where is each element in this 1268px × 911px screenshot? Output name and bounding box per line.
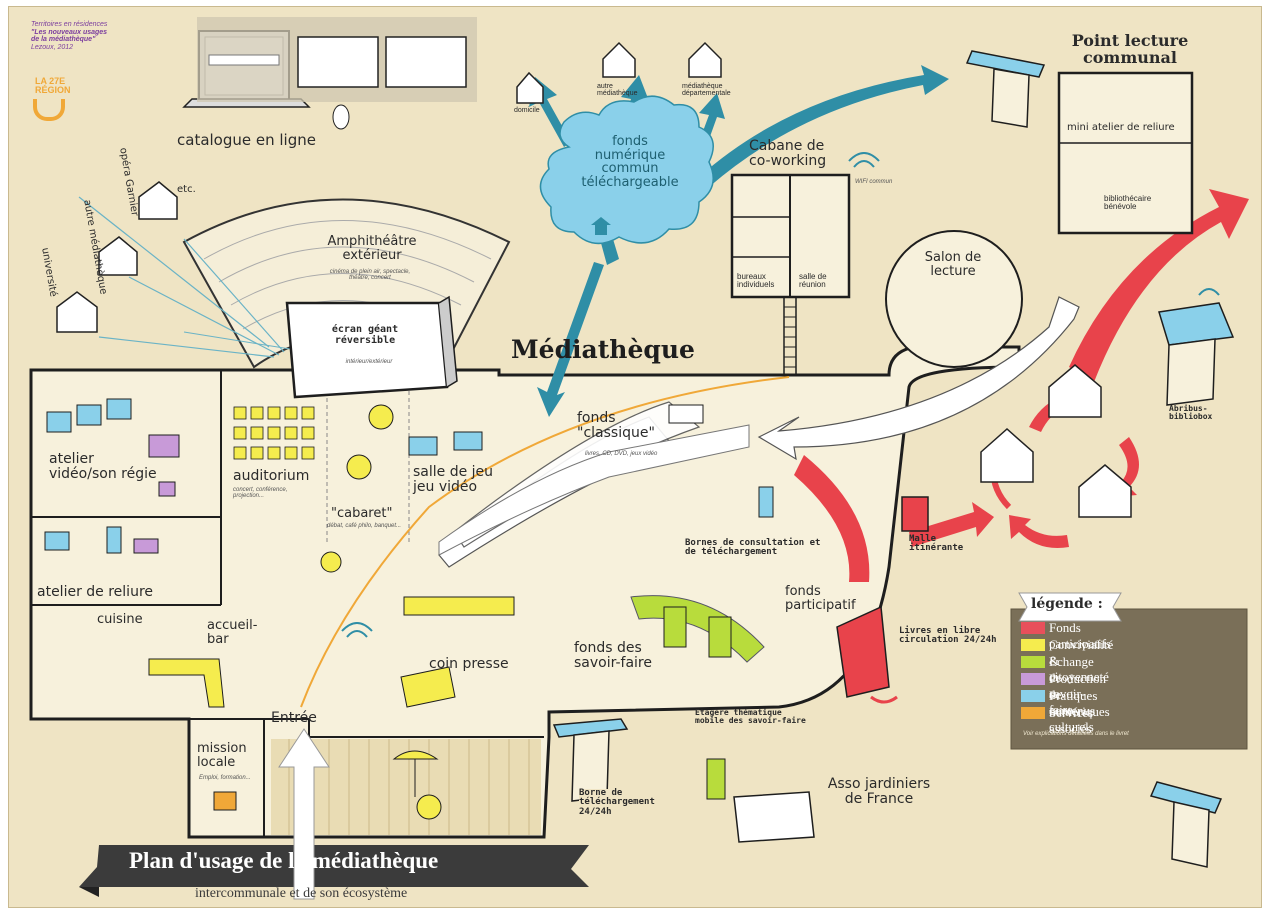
wifi-icons xyxy=(341,152,1220,638)
banner-shape xyxy=(79,845,589,887)
plan-drawing xyxy=(29,17,1249,900)
room-salle-jeu: salle de jeu jeu vidéo xyxy=(413,464,494,495)
room-atelier-video: atelier vidéo/son régie xyxy=(49,451,157,482)
room-atelier-reliure: atelier de reliure xyxy=(37,584,154,600)
legend-label: Echange de savoir-faire xyxy=(1049,654,1094,717)
amphi-title: Amphithéâtre extérieur xyxy=(327,234,417,263)
legend-box xyxy=(1010,608,1248,750)
catalogue-label: catalogue en ligne xyxy=(177,131,316,149)
legend-swatch xyxy=(1021,656,1045,668)
room-mission: mission locale xyxy=(197,741,247,770)
legend-swatch xyxy=(1021,707,1045,719)
room-mission-sub: Emploi, formation... xyxy=(199,775,251,781)
legend-swatch xyxy=(1021,622,1045,634)
malle-label: Malle itinérante xyxy=(909,534,964,554)
grey-path xyxy=(438,424,750,556)
house-icons xyxy=(56,41,1132,518)
legend-label: Convivialité & citoyenneté xyxy=(1049,637,1114,684)
etagere-label: Etagère thématique mobile des savoir-fai… xyxy=(695,708,806,726)
credits-line-3: de la médiathèque" xyxy=(31,36,96,44)
legend-title: légende : xyxy=(1031,596,1103,612)
legend-label: Fonds participatifs xyxy=(1049,620,1112,651)
credits-line-1: Territoires en résidences xyxy=(31,21,108,28)
mediatheque-title: Médiathèque xyxy=(511,335,695,364)
fonds-savoir-faire: fonds des savoir-faire xyxy=(574,640,652,671)
room-entree: Entrée xyxy=(271,710,317,726)
ecran-geant xyxy=(285,301,449,399)
link-etc: etc. xyxy=(177,184,196,195)
coworking-salle: salle de réunion xyxy=(799,272,847,290)
home-autre-mediatheque-label: autre médiathèque xyxy=(597,83,638,98)
cloud-arrow-down xyxy=(537,262,604,417)
room-accueil: accueil-bar xyxy=(207,618,258,647)
fonds-participatif: fonds participatif xyxy=(785,584,856,613)
banner-title: Plan d'usage de la médiathèque xyxy=(129,848,439,873)
point-lecture-biblio: bibliothécaire bénévole xyxy=(1104,194,1152,212)
room-auditorium: auditorium xyxy=(233,468,310,484)
van xyxy=(733,791,815,843)
ecran-title: écran géant réversible xyxy=(331,324,399,346)
salon-title: Salon de lecture xyxy=(924,250,982,279)
banner-subtitle: intercommunale et de son écosystème xyxy=(195,886,408,901)
livres-cart xyxy=(836,605,890,698)
coworking-bureaux: bureaux individuels xyxy=(737,272,787,290)
room-cabaret: "cabaret" xyxy=(331,506,393,521)
legend-swatch xyxy=(1021,690,1045,702)
coworking-title: Cabane de co-working xyxy=(749,138,827,169)
room-coin-presse: coin presse xyxy=(429,656,509,672)
legend-label: Pratiques numériques xyxy=(1049,688,1110,719)
point-lecture-title: Point lecture communal xyxy=(1071,31,1189,67)
cloud-arrow-right xyxy=(699,65,949,187)
entrance-arrow xyxy=(278,728,330,900)
borne-24-label: Borne de téléchargement 24/24h xyxy=(579,788,669,818)
livres-libre-label: Livres en libre circulation 24/24h xyxy=(899,626,997,646)
logo-27e-region: LA 27E RÉGION xyxy=(35,76,71,96)
legend-swatch xyxy=(1021,639,1045,651)
abribus-label: Abribus-bibliobox xyxy=(1169,404,1213,422)
legend-swatch xyxy=(1021,673,1045,685)
legend-list: Fonds participatifs Convivialité & citoy… xyxy=(1011,617,1247,747)
participatory-arrow xyxy=(794,455,870,582)
exchange-arrow xyxy=(757,296,1080,461)
bornes-label: Bornes de consultation et de téléchargem… xyxy=(685,538,821,558)
home-domicile-label: domicile xyxy=(514,107,540,114)
credits: Territoires en résidences "Les nouveaux … xyxy=(31,21,107,52)
room-auditorium-sub: concert, conférence, projection... xyxy=(233,487,288,500)
mediatheque-building xyxy=(29,345,1021,839)
room-cuisine: cuisine xyxy=(97,612,143,627)
coworking-wifi: WIFI commun xyxy=(855,179,893,185)
legend-note: Voir explications détaillées dans le liv… xyxy=(1023,731,1129,737)
logo-shape-icon xyxy=(33,99,65,121)
asso-label: Asso jardiniers de France xyxy=(827,776,931,807)
legend-label: Services associés xyxy=(1049,705,1094,736)
usage-plan-board: Territoires en résidences "Les nouveaux … xyxy=(8,6,1262,908)
legend-label: Production de contenus culturels xyxy=(1049,671,1107,734)
cloud-label: fonds numérique commun téléchargeable xyxy=(581,134,679,190)
room-cabaret-sub: débat, café philo, banquet... xyxy=(327,523,402,529)
home-mediatheque-dep-label: médiathèque départementale xyxy=(682,83,731,98)
ecran-sub: intérieur/extérieur xyxy=(345,359,393,365)
point-lecture-atelier: mini atelier de reliure xyxy=(1067,122,1175,133)
services-path xyxy=(300,376,790,708)
credits-line-4: Lezoux, 2012 xyxy=(31,44,74,52)
salon-circle xyxy=(885,230,1023,368)
malle-icon xyxy=(901,496,929,532)
point-lecture-box xyxy=(1057,71,1194,235)
credits-line-2: "Les nouveaux usages xyxy=(31,28,108,36)
amphi-sub: cinéma de plein air, spectacle, théâtre,… xyxy=(329,269,411,282)
fonds-classique: fonds "classique" xyxy=(577,410,655,441)
cloud-shape xyxy=(539,95,714,245)
fonds-classique-sub: livres, CD, DVD, jeux vidéo xyxy=(585,451,658,457)
